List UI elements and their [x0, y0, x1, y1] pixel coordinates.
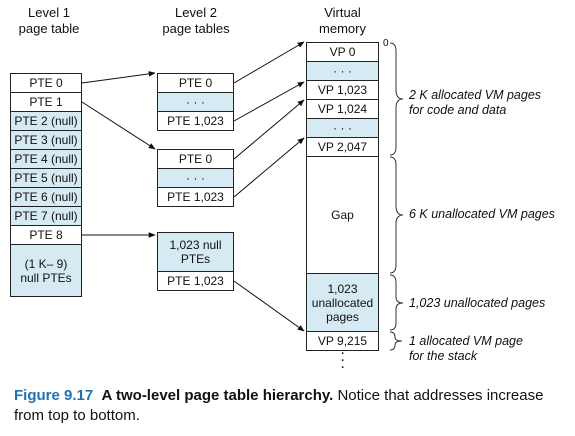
level1-header-line1: Level 1 — [28, 5, 70, 20]
arrow-l2t3-pte1023-to-vp9215 — [233, 280, 305, 332]
level2-header-line2: page tables — [162, 21, 230, 36]
note-unallocated-6k: 6 K unallocated VM pages — [409, 207, 555, 221]
level2-pte: PTE 0 — [157, 73, 234, 93]
level2-header: Level 2 page tables — [158, 5, 234, 37]
note-stack-line2: for the stack — [409, 349, 478, 363]
brace-unallocated-6k — [389, 156, 404, 274]
figure-caption: Figure 9.17 A two-level page table hiera… — [14, 386, 564, 426]
level2-header-line1: Level 2 — [175, 5, 217, 20]
level2-pte: PTE 1,023 — [157, 271, 234, 291]
level1-null-ptes-block: (1 K– 9) null PTEs — [10, 244, 82, 297]
arrow-l2t1-pte0-to-vp0 — [233, 41, 305, 84]
address-zero-label: 0 — [383, 38, 389, 49]
arrow-l2t2-pte1023-to-vp2047 — [233, 137, 305, 198]
brace-unallocated-1023 — [389, 274, 404, 331]
level2-pte: PTE 1,023 — [157, 111, 234, 131]
vm-page: VP 9,215 — [306, 331, 379, 351]
level2-null-line2: PTEs — [180, 252, 211, 266]
level1-pte: PTE 8 — [10, 225, 82, 245]
level2-pte: PTE 1,023 — [157, 187, 234, 207]
level1-null-line1: (1 K– 9) — [24, 256, 68, 271]
caption-title: A two-level page table hierarchy. — [101, 387, 334, 404]
vm-unalloc-line1: 1,023 — [327, 281, 358, 296]
virtual-memory-header-line2: memory — [319, 21, 366, 36]
caption-figure-number: Figure 9.17 — [14, 387, 94, 404]
vm-unalloc-line3: pages — [326, 309, 359, 324]
vm-page: VP 1,024 — [306, 99, 379, 119]
arrow-l2t2-pte0-to-vp1024 — [233, 99, 305, 160]
level1-pte: PTE 6 (null) — [10, 187, 82, 207]
caption-body: Notice that addresses increase from top … — [14, 387, 544, 424]
level1-header: Level 1 page table — [14, 5, 84, 37]
note-stack-line1: 1 allocated VM page — [409, 334, 523, 348]
brace-allocated-2k — [389, 42, 404, 156]
note-stack-page: 1 allocated VM page for the stack — [409, 334, 523, 364]
vm-unallocated-pages: 1,023 unallocated pages — [306, 273, 379, 332]
vm-trailing-dots: · · · — [341, 348, 345, 374]
arrow-l2t1-pte1023-to-vp1023 — [233, 81, 305, 122]
level1-pte: PTE 5 (null) — [10, 168, 82, 188]
level2-null-line1: 1,023 null — [169, 238, 222, 252]
level2-pte: PTE 0 — [157, 149, 234, 169]
arrow-pte0-to-l2-table1 — [81, 71, 156, 84]
level1-pte: PTE 1 — [10, 92, 82, 112]
note-allocated-line2: for code and data — [409, 103, 507, 117]
arrow-pte1-to-l2-table2 — [81, 101, 156, 150]
virtual-memory-header-line1: Virtual — [324, 5, 361, 20]
level1-header-line2: page table — [18, 21, 80, 36]
note-allocated-line1: 2 K allocated VM pages — [409, 88, 542, 102]
brace-stack-page — [389, 331, 403, 351]
note-unallocated-1023: 1,023 unallocated pages — [409, 296, 546, 310]
level2-null-ptes: 1,023 null PTEs — [157, 232, 234, 272]
level1-null-line2: null PTEs — [20, 270, 72, 285]
vm-gap: Gap — [306, 156, 379, 274]
vm-page: VP 2,047 — [306, 137, 379, 157]
level1-pte: PTE 4 (null) — [10, 149, 82, 169]
vm-unalloc-line2: unallocated — [311, 295, 374, 310]
note-allocated-pages: 2 K allocated VM pages for code and data — [409, 88, 541, 118]
virtual-memory-header: Virtual memory — [305, 5, 380, 37]
